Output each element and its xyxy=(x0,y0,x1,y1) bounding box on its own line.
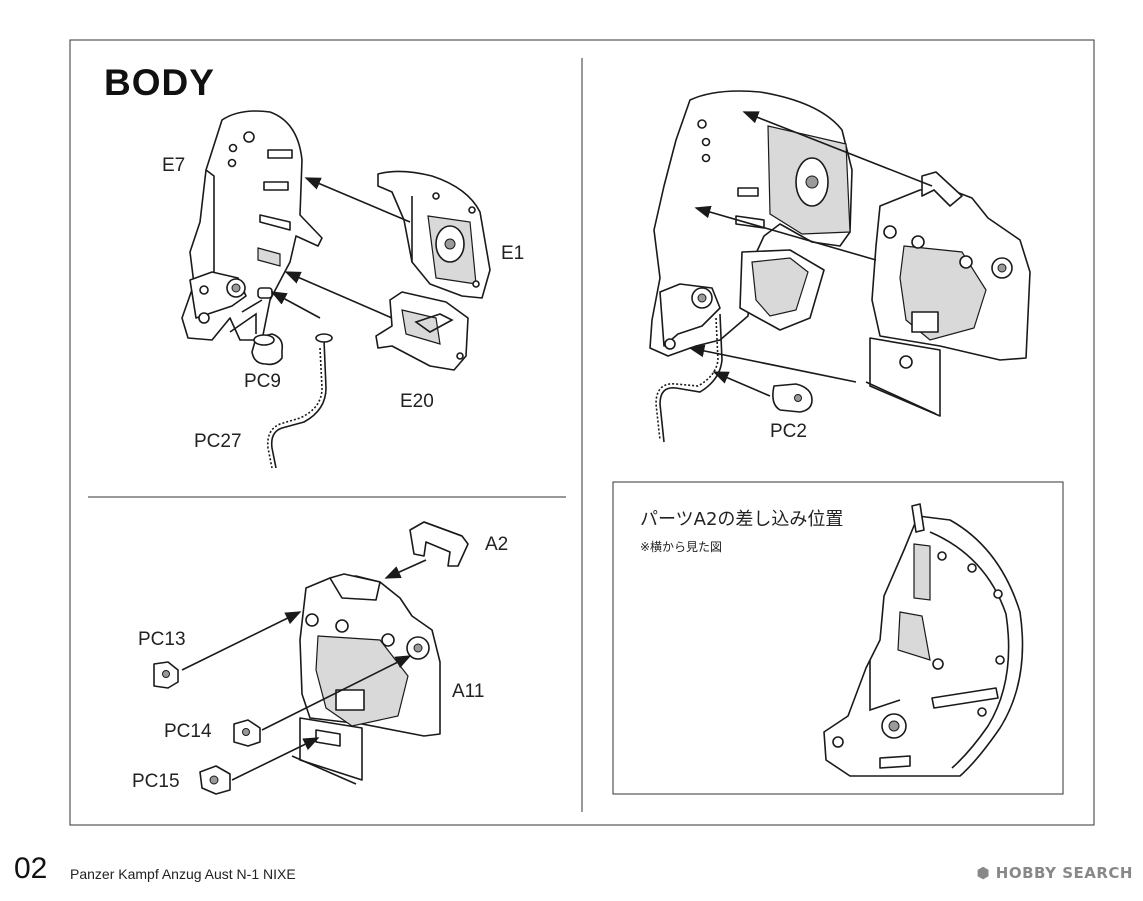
part-pc2 xyxy=(772,383,813,413)
part-pc9 xyxy=(251,333,284,366)
label-pc14: PC14 xyxy=(164,721,212,742)
label-pc27: PC27 xyxy=(194,431,242,452)
spring-top-right xyxy=(655,313,723,443)
label-a2: A2 xyxy=(485,534,509,555)
part-a11 xyxy=(291,573,441,785)
label-e1: E1 xyxy=(501,243,525,264)
label-e7: E7 xyxy=(162,155,186,176)
part-a2 xyxy=(409,521,469,567)
outer-frame xyxy=(69,39,1095,826)
inset-side-view xyxy=(823,503,1024,777)
part-e1 xyxy=(377,170,491,299)
part-pc14 xyxy=(233,719,261,747)
section-title: BODY xyxy=(104,62,215,103)
label-pc15: PC15 xyxy=(132,771,180,792)
label-pc2: PC2 xyxy=(770,421,807,442)
watermark: ⬢ HOBBY SEARCH xyxy=(976,864,1133,882)
part-a11-top xyxy=(865,171,1031,417)
page-number: 02 xyxy=(14,852,48,885)
part-pc27-spring xyxy=(266,333,333,469)
part-pc15 xyxy=(199,765,231,795)
part-e20 xyxy=(375,291,469,371)
inset-note: ※横から見た図 xyxy=(640,540,723,554)
watermark-text: HOBBY SEARCH xyxy=(995,864,1133,882)
label-e20: E20 xyxy=(400,391,434,412)
footer-model-name: Panzer Kampf Anzug Aust N-1 NIXE xyxy=(70,866,296,882)
watermark-logo-icon: ⬢ xyxy=(976,864,996,882)
part-pc13 xyxy=(153,661,179,689)
part-e7-shell xyxy=(181,110,323,341)
label-pc9: PC9 xyxy=(244,371,281,392)
label-pc13: PC13 xyxy=(138,629,186,650)
label-a11: A11 xyxy=(452,681,485,702)
inset-title: パーツA2の差し込み位置 xyxy=(640,509,844,530)
inset-frame xyxy=(612,481,1064,795)
